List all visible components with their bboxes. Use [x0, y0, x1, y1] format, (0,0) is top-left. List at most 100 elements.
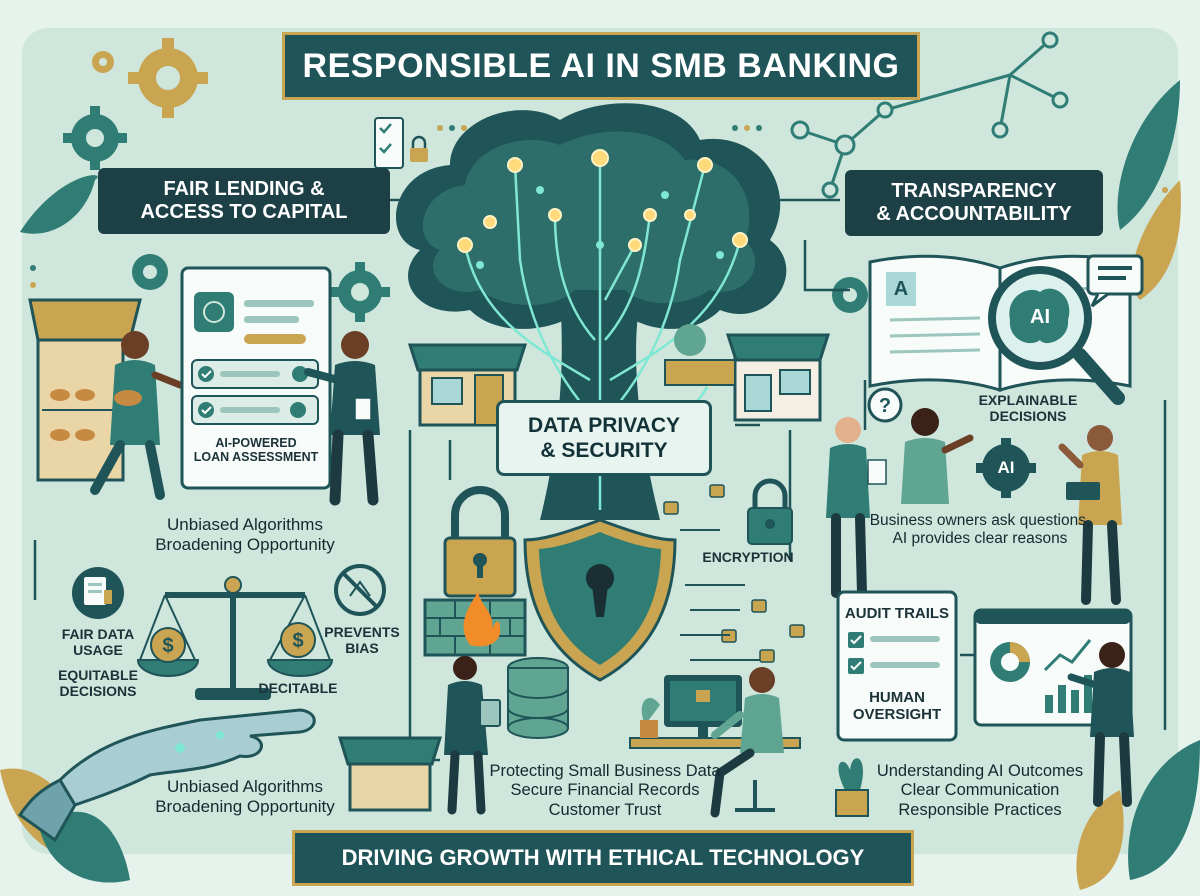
- human-oversight-label: HUMAN OVERSIGHT: [842, 689, 952, 724]
- prevents-bias-label: PREVENTS BIAS: [320, 624, 404, 656]
- caption-line: Customer Trust: [548, 800, 662, 819]
- firewall-icon: [423, 592, 527, 657]
- caption-line: Responsible Practices: [898, 800, 1062, 819]
- decorative-dots: [30, 125, 1168, 288]
- padlock-icon: [747, 478, 793, 545]
- robotic-hand-icon: [17, 708, 316, 843]
- storefront-icon: [337, 736, 443, 812]
- transparency-title-line2: & ACCOUNTABILITY: [876, 203, 1072, 225]
- fair-lending-caption-bottom: Unbiased Algorithms Broadening Opportuni…: [95, 777, 395, 817]
- ai-circuit-tree: [396, 103, 787, 520]
- database-icon: [507, 657, 569, 739]
- explainable-line2: DECISIONS: [989, 407, 1067, 424]
- caption-line: Protecting Small Business Data: [489, 762, 721, 780]
- workstation-icon: [629, 675, 801, 749]
- padlock-icon: [663, 484, 805, 663]
- explainable-line1: EXPLAINABLE: [978, 392, 1078, 408]
- gear-icon: [128, 38, 208, 118]
- gear-icon: [63, 106, 127, 170]
- audit-trails-text: AUDIT TRAILS: [844, 605, 950, 622]
- data-privacy-title: DATA PRIVACY & SECURITY: [496, 400, 712, 476]
- privacy-caption: Protecting Small Business Data Secure Fi…: [470, 762, 740, 820]
- transparency-caption-top: Business owners ask questions, AI provid…: [860, 512, 1100, 549]
- checklist-icon: [374, 117, 428, 169]
- svg-text:$: $: [292, 630, 303, 652]
- caption-line: Clear Communication: [900, 781, 1060, 800]
- business-owner-figure: [901, 408, 974, 504]
- audit-trails-label: AUDIT TRAILS: [842, 605, 952, 623]
- prevents-line2: BIAS: [345, 639, 379, 656]
- page-title: RESPONSIBLE AI IN SMB BANKING: [302, 46, 900, 85]
- decitable-text: DECITABLE: [258, 680, 338, 696]
- padlock-icon: [443, 486, 517, 598]
- magnifier-ai-text: AI: [1030, 306, 1050, 328]
- dashboard-screen: [973, 608, 1133, 727]
- loan-assessment-label-line1: AI-POWERED: [215, 436, 297, 450]
- caption-line: Broadening Opportunity: [155, 797, 335, 817]
- caption-line: Unbiased Algorithms: [167, 777, 323, 796]
- question-bubble-icon: ?: [867, 387, 903, 423]
- encryption-text: ENCRYPTION: [702, 549, 794, 565]
- loan-assessment-label-line2: LOAN ASSESSMENT: [193, 450, 319, 464]
- fair-lending-title-line1: FAIR LENDING &: [163, 178, 325, 200]
- storefront-icon: [664, 324, 831, 422]
- card-lines: [191, 300, 319, 425]
- prevents-line1: PREVENTS: [324, 624, 400, 640]
- footer-banner: DRIVING GROWTH WITH ETHICAL TECHNOLOGY: [292, 830, 914, 886]
- transparency-caption-bottom: Understanding AI Outcomes Clear Communic…: [850, 762, 1110, 820]
- caption-line: Business owners ask questions,: [869, 512, 1091, 529]
- business-owner-figure: [826, 417, 887, 598]
- ai-gear-icon: [976, 438, 1036, 498]
- oversight-line1: HUMAN: [869, 689, 925, 706]
- encryption-label: ENCRYPTION: [688, 549, 808, 566]
- book-letter: A: [893, 278, 909, 300]
- fair-data-usage-label: FAIR DATA USAGE: [52, 626, 144, 658]
- leaf-decoration: [0, 80, 1200, 890]
- loan-assessment-label: AI-POWERED LOAN ASSESSMENT: [184, 436, 328, 464]
- svg-text:?: ?: [879, 395, 891, 417]
- gear-icon: [330, 262, 390, 322]
- magnifier-icon: [988, 266, 1125, 405]
- svg-text:$: $: [162, 635, 173, 657]
- plant-icon: [835, 758, 869, 817]
- ai-gear-label: AI: [986, 458, 1026, 477]
- developer-figure: [710, 667, 784, 818]
- analyst-figure: [1067, 642, 1134, 807]
- equitable-decisions-label: EQUITABLE DECISIONS: [46, 667, 150, 699]
- caption-line: Broadening Opportunity: [155, 535, 335, 555]
- storefront-icon: [407, 343, 528, 427]
- transparency-title: TRANSPARENCY & ACCOUNTABILITY: [845, 170, 1103, 236]
- ai-gear-text: AI: [997, 458, 1015, 477]
- decitable-label: DECITABLE: [248, 680, 348, 697]
- fair-data-line1: FAIR DATA: [61, 626, 135, 642]
- chat-bubble-icon: [1086, 254, 1144, 308]
- gear-icon: [132, 254, 168, 290]
- fair-lending-title-line2: ACCESS TO CAPITAL: [140, 201, 348, 223]
- advisor-figure: [304, 331, 380, 506]
- equitable-line2: DECISIONS: [59, 682, 137, 699]
- oversight-line2: OVERSIGHT: [852, 705, 942, 723]
- explainable-decisions-label: EXPLAINABLE DECISIONS: [968, 392, 1088, 424]
- balance-scale-icon: $ $: [136, 576, 334, 700]
- fair-data-line2: USAGE: [73, 641, 123, 658]
- audit-checkmarks: [848, 632, 940, 674]
- gear-icon: [92, 51, 114, 73]
- magnifier-ai-label: AI: [1016, 306, 1064, 328]
- caption-line: AI provides clear reasons: [892, 530, 1068, 548]
- business-owner-figure: [1058, 425, 1122, 605]
- shield-keyhole-icon: [523, 518, 677, 682]
- equitable-line1: EQUITABLE: [58, 667, 138, 683]
- data-privacy-title-line1: DATA PRIVACY: [527, 413, 681, 437]
- transparency-title-line1: TRANSPARENCY: [891, 180, 1057, 202]
- footer-slogan: DRIVING GROWTH WITH ETHICAL TECHNOLOGY: [341, 845, 865, 870]
- business-owner-figure: [90, 331, 184, 500]
- no-bias-icon: [334, 564, 386, 616]
- gear-icon: [832, 277, 868, 313]
- ai-chip-icon: [194, 292, 234, 332]
- data-privacy-title-line2: & SECURITY: [540, 439, 668, 462]
- caption-line: Unbiased Algorithms: [167, 515, 323, 534]
- fair-lending-caption-top: Unbiased Algorithms Broadening Opportuni…: [95, 515, 395, 555]
- document-icon: [72, 567, 124, 619]
